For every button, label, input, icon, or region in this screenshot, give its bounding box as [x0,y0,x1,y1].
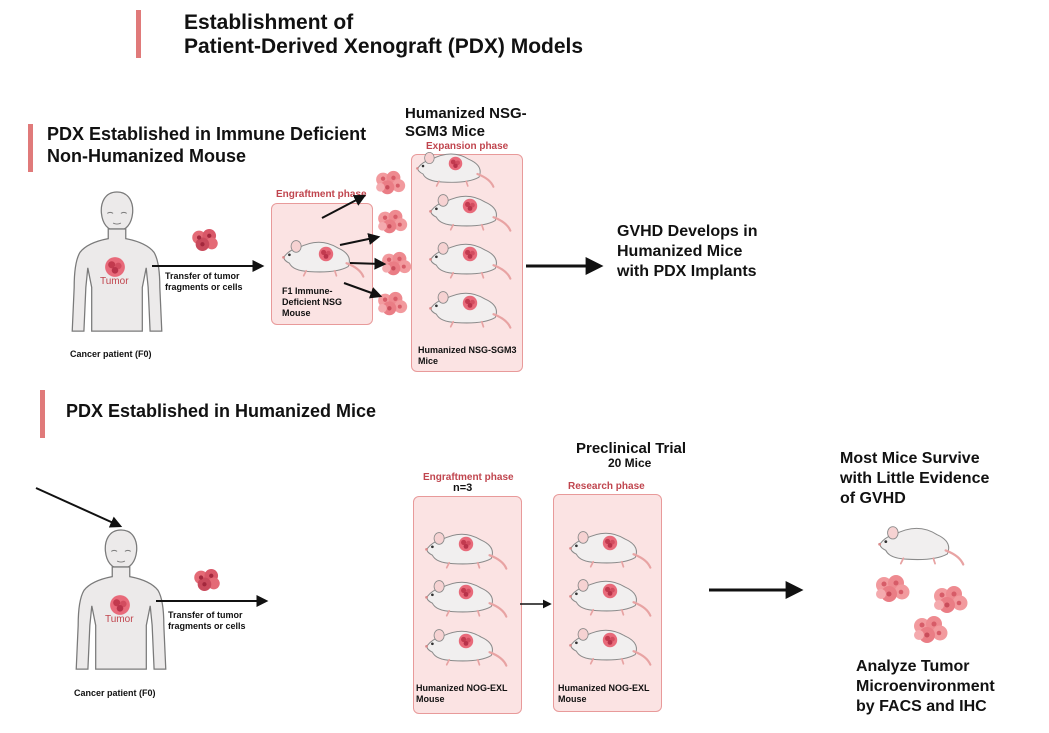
gvhd-result-text: GVHD Develops in Humanized Mice with PDX… [617,222,757,282]
transfer-label-line1: Transfer of tumor [165,271,240,281]
f1-mouse-tumor-icon [318,246,334,262]
section1-heading-line2: Non-Humanized Mouse [47,146,247,166]
nog-exl-mouse-tumor-icon [458,633,474,649]
nsg-sgm3-mouse-tumor-icon [462,295,478,311]
f1-mouse-label-line2: Deficient NSG [282,297,343,307]
nog-exl-mouse-tumor-icon [458,584,474,600]
tumor-fragment-icon [934,586,968,613]
f1-mouse-label-line1: F1 Immune- [282,286,333,296]
survive-result-line2: with Little Evidence [840,470,990,487]
transfer-label-line2: fragments or cells [168,621,246,631]
humanized-nsg-title: Humanized NSG- SGM3 Mice [405,105,527,141]
nog-engraftment-box-label-line1: Humanized NOG-EXL [416,683,508,693]
survive-result-text: Most Mice Survive with Little Evidence o… [840,449,989,509]
patient-tumor-label: Tumor [105,614,134,625]
humanized-nsg-title-line1: Humanized NSG- [405,105,527,122]
patient-label: Cancer patient (F0) [70,349,152,359]
section2-heading: PDX Established in Humanized Mice [66,401,377,421]
humanized-nsg-title-line2: SGM3 Mice [405,123,486,140]
research-box-label-line2: Mouse [558,694,587,704]
expansion-phase-label: Expansion phase [426,141,509,152]
patient-tumor-icon [105,257,125,277]
research-box-label-line1: Humanized NOG-EXL [558,683,650,693]
survive-result-line3: of GVHD [840,490,906,507]
transfer-label: Transfer of tumor fragments or cells [165,271,243,293]
engraftment-phase-label: Engraftment phase [276,189,367,200]
tumor-fragment-icon [378,209,408,234]
engraftment-n-label: n=3 [453,482,473,494]
gvhd-result-line3: with PDX Implants [617,263,757,280]
title-accent-bar [136,10,141,58]
f1-mouse-label-line3: Mouse [282,308,311,318]
arrow-into-patient-2 [35,487,123,528]
patient-tumor-icon [110,595,130,615]
patient-tumor-label: Tumor [100,276,129,287]
tumor-fragment-icon [914,616,948,643]
analyze-tumor-line1: Analyze Tumor [856,658,970,675]
research-phase-label: Research phase [568,481,645,492]
preclinical-trial-count: 20 Mice [608,456,652,470]
nog-exl-mouse-tumor-icon [602,583,618,599]
f1-mouse-label: F1 Immune- Deficient NSG Mouse [282,286,342,319]
engraftment-phase-label: Engraftment phase [423,472,514,483]
survive-result-line1: Most Mice Survive [840,450,980,467]
tumor-fragment-icon [376,170,406,195]
nsg-sgm3-mouse-tumor-icon [448,156,463,171]
transfer-label-line2: fragments or cells [165,282,243,292]
page-title-line2: Patient-Derived Xenograft (PDX) Models [184,35,584,58]
analyze-tumor-line2: Microenvironment [856,678,995,695]
transfer-label-line1: Transfer of tumor [168,610,243,620]
surviving-mouse-icon [876,525,965,567]
patient-label: Cancer patient (F0) [74,688,156,698]
preclinical-trial-title: Preclinical Trial [576,440,687,457]
tumor-fragment-icon [194,568,220,592]
section1-accent-bar [28,124,33,172]
section2-accent-bar [40,390,45,438]
gvhd-result-line2: Humanized Mice [617,243,743,260]
tumor-fragment-icon [378,291,408,316]
gvhd-result-line1: GVHD Develops in [617,223,758,240]
transfer-label: Transfer of tumor fragments or cells [168,610,246,632]
analyze-tumor-line3: by FACS and IHC [856,698,987,715]
humanized-nsg-box-label-line1: Humanized NSG-SGM3 [418,345,517,355]
tumor-fragment-icon [382,251,412,276]
nsg-sgm3-mouse-tumor-icon [462,246,478,262]
nog-exl-mouse-tumor-icon [458,536,474,552]
page-title: Establishment of Patient-Derived Xenogra… [184,11,583,59]
humanized-nsg-box-label: Humanized NSG-SGM3 Mice [418,345,517,367]
nog-exl-mouse-tumor-icon [602,535,618,551]
nog-engraftment-box-label-line2: Mouse [416,694,445,704]
section1-heading-line1: PDX Established in Immune Deficient [47,124,367,144]
research-box-label: Humanized NOG-EXL Mouse [558,683,650,705]
analyze-tumor-text: Analyze Tumor Microenvironment by FACS a… [856,657,995,717]
humanized-nsg-box-label-line2: Mice [418,356,439,366]
nog-engraftment-box-label: Humanized NOG-EXL Mouse [416,683,508,705]
tumor-fragment-icon [876,575,910,602]
nog-exl-mouse-tumor-icon [602,632,618,648]
section1-heading: PDX Established in Immune Deficient Non-… [47,123,366,167]
page-title-line1: Establishment of [184,11,354,34]
tumor-fragment-icon [192,228,218,252]
nsg-sgm3-mouse-tumor-icon [462,198,478,214]
